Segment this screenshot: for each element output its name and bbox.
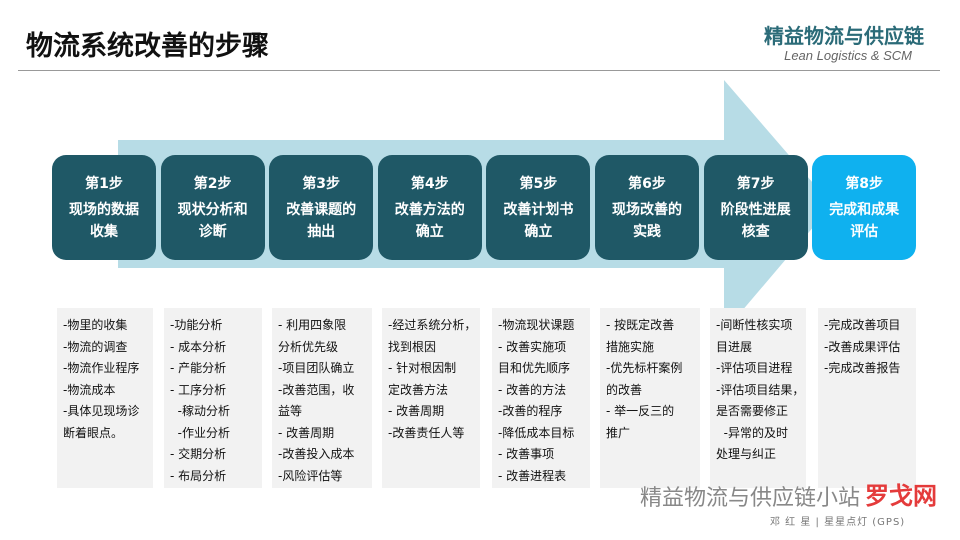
step-number: 第7步 [736,176,775,192]
detail-line: -改善成果评估 [824,339,901,354]
detail-line: -降低成本目标 [498,425,575,440]
detail-line: 断着眼点。 [63,425,124,440]
detail-line: -评估项目进程 [716,361,793,375]
detail-line: 的改善 [606,382,643,397]
detail-line: - 举一反三的 [606,404,675,418]
step-details-8: -完成改善项目 -改善成果评估 -完成改善报告 [818,308,916,488]
step-details-2: -功能分析 - 成本分析 - 产能分析 - 工序分析 -稼动分析 -作业分析 - 交期分… [164,308,262,488]
detail-line: -稼动分析 [170,404,230,418]
detail-line: -物里的收集 [63,318,128,332]
step-number: 第1步 [85,176,123,192]
detail-line: -间断性核实项 [716,318,793,332]
detail-line: 益等 [278,404,303,418]
step-number: 第3步 [302,176,341,192]
detail-line: -项目团队确立 [278,361,355,375]
detail-line: - 按既定改善 [606,318,675,332]
step-number: 第2步 [193,176,232,192]
watermark-brand: 罗戈网 [865,482,937,510]
step-name-line: 改善计划书 [503,202,574,218]
step-name-line: 核查 [741,224,770,240]
detail-line: -评估项目结果， [716,382,805,397]
detail-line: -改善范围，收 [278,382,355,397]
logo-chinese: 精益物流与供应链 [764,24,924,48]
step-name-line: 抽出 [307,224,336,240]
step-details-1: -物里的收集 -物流的调查 -物流作业程序 -物流成本 -具体见现场诊断着眼点。 [57,308,153,488]
detail-line: -改善投入成本 [278,447,355,461]
watermark-text: 精益物流与供应链小站 [640,486,861,511]
detail-line: 推广 [606,425,631,440]
detail-line: 是否需要修正 [716,404,789,418]
step-name-line: 诊断 [198,224,227,240]
step-box-7: 第7步阶段性进展核查 [703,155,808,260]
detail-line: -作业分析 [170,425,230,440]
detail-line: - 改善周期 [388,404,445,418]
step-name-line: 实践 [633,224,661,240]
detail-line: - 布局分析 [170,468,227,483]
step-box-3: 第3步改善课题的抽出 [269,155,374,260]
detail-line: 目和优先顺序 [498,361,571,375]
detail-line: -改善的程序 [498,404,563,418]
detail-line: -物流现状课题 [498,318,575,332]
detail-line: - 交期分析 [170,447,227,461]
detail-line: - 产能分析 [170,361,227,375]
step-name-line: 确立 [415,224,444,240]
detail-line: 处理与纠正 [716,447,777,461]
detail-line: - 改善进程表 [498,468,567,483]
detail-line: 分析优先级 [278,339,339,354]
detail-line: -物流成本 [63,382,116,397]
step-name-line: 改善方法的 [394,202,465,218]
step-box-4: 第4步改善方法的确立 [377,155,482,260]
detail-line: - 工序分析 [170,382,227,397]
step-box-2: 第2步现状分析和诊断 [160,155,265,260]
step-box-6: 第6步现场改善的实践 [595,155,699,260]
page-title: 物流系统改善的步骤 [26,31,269,62]
step-box-8: 第8步完成和成果评估 [812,155,917,260]
step-number: 第5步 [519,176,558,192]
step-name-line: 完成和成果 [829,202,900,218]
detail-line: - 针对根因制 [388,361,457,375]
detail-line: -功能分析 [170,318,223,332]
detail-line: 定改善方法 [388,382,449,397]
logo-english: Lean Logistics & SCM [784,48,912,63]
detail-line: - 成本分析 [170,339,227,354]
detail-line: -完成改善项目 [824,318,901,332]
detail-line: -物流作业程序 [63,361,140,375]
detail-line: -经过系统分析， [388,318,477,332]
step-details-7: -间断性核实项目进展 -评估项目进程 -评估项目结果， 是否需要修正 -异常的及时处理… [710,308,806,488]
header-divider [18,70,940,71]
detail-line: - 改善事项 [498,447,555,461]
step-details-5: -物流现状课题 - 改善实施项目和优先顺序 - 改善的方法 -改善的程序 -降低成本目标… [492,308,590,488]
detail-line: -改善责任人等 [388,425,465,440]
step-name-line: 阶段性进展 [720,202,791,218]
detail-line: -异常的及时 [716,425,788,440]
step-name-line: 评估 [850,224,879,240]
watermark-author: 邓 红 星 | 星星点灯 (GPS) [770,517,906,528]
detail-line: - 改善的方法 [498,382,567,397]
step-name-line: 收集 [90,224,118,240]
step-name-line: 改善课题的 [286,202,357,218]
step-number: 第8步 [845,176,884,192]
detail-line: -物流的调查 [63,339,128,354]
detail-line: -完成改善报告 [824,361,901,375]
detail-line: - 改善周期 [278,425,335,440]
step-name-line: 现状分析和 [177,202,248,218]
detail-line: -风险评估等 [278,468,343,483]
step-number: 第4步 [410,176,449,192]
step-name-line: 确立 [524,224,553,240]
step-details-6: - 按既定改善措施实施 -优先标杆案例的改善 - 举一反三的推广 [600,308,700,488]
detail-line: -优先标杆案例 [606,361,683,375]
step-details-4: -经过系统分析， 找到根因 - 针对根因制定改善方法 - 改善周期 -改善责任人等 [382,308,480,488]
step-details-3: - 利用四象限分析优先级 -项目团队确立 -改善范围，收益等 - 改善周期 -改善投入成… [272,308,372,488]
step-box-1: 第1步现场的数据收集 [52,155,156,260]
detail-line: 找到根因 [388,339,437,354]
step-box-5: 第5步改善计划书确立 [486,155,591,260]
detail-line: 目进展 [716,339,753,354]
detail-line: - 改善实施项 [498,339,567,354]
step-number: 第6步 [628,176,666,192]
detail-line: -具体见现场诊 [63,404,140,418]
step-name-line: 现场改善的 [612,202,682,218]
detail-line: 措施实施 [606,339,655,354]
step-name-line: 现场的数据 [69,202,139,218]
detail-line: - 利用四象限 [278,318,347,332]
